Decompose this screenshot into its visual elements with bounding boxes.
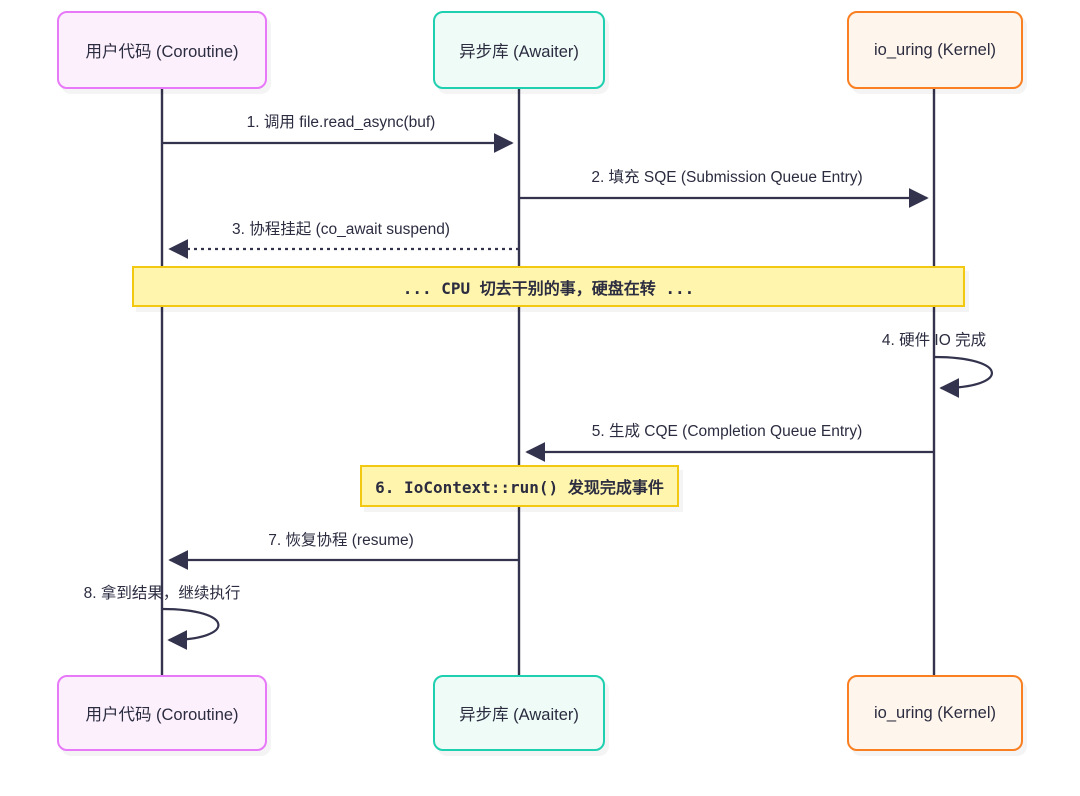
note-cpu-switch-label: ... CPU 切去干别的事，硬盘在转 ...: [402, 278, 695, 298]
participant-box-kernel-bottom[interactable]: io_uring (Kernel): [847, 675, 1023, 751]
message-label-4: 4. 硬件 IO 完成: [881, 332, 987, 349]
note-iocontext-run: 6. IoContext::run() 发现完成事件: [360, 465, 679, 507]
participant-label-awaiter: 异步库 (Awaiter): [459, 43, 579, 61]
message-label-1: 1. 调用 file.read_async(buf): [246, 114, 436, 131]
participant-box-awaiter-top[interactable]: 异步库 (Awaiter): [433, 11, 605, 89]
participant-box-awaiter-bottom[interactable]: 异步库 (Awaiter): [433, 675, 605, 751]
participant-label-kernel-bottom: io_uring (Kernel): [874, 703, 996, 722]
participant-box-kernel-top[interactable]: io_uring (Kernel): [847, 11, 1023, 89]
message-label-2: 2. 填充 SQE (Submission Queue Entry): [591, 169, 863, 186]
message-label-7: 7. 恢复协程 (resume): [268, 532, 414, 549]
lifelines: [160, 89, 936, 676]
message-arrow-8-self-loop: [161, 607, 220, 650]
participant-label-coroutine-bottom: 用户代码 (Coroutine): [85, 706, 239, 724]
participant-label-awaiter-bottom: 异步库 (Awaiter): [459, 706, 579, 724]
message-label-8: 8. 拿到结果，继续执行: [83, 585, 241, 602]
message-label-5: 5. 生成 CQE (Completion Queue Entry): [591, 423, 863, 440]
message-label-3: 3. 协程挂起 (co_await suspend): [232, 221, 450, 238]
note-cpu-switch: ... CPU 切去干别的事，硬盘在转 ...: [132, 266, 965, 307]
note-iocontext-run-label: 6. IoContext::run() 发现完成事件: [375, 478, 664, 497]
message-arrow-4-self-loop: [933, 355, 993, 398]
participant-box-coroutine-top[interactable]: 用户代码 (Coroutine): [57, 11, 267, 89]
participant-box-coroutine-bottom[interactable]: 用户代码 (Coroutine): [57, 675, 267, 751]
participant-label-kernel: io_uring (Kernel): [874, 40, 996, 59]
participant-label-coroutine: 用户代码 (Coroutine): [85, 43, 239, 61]
